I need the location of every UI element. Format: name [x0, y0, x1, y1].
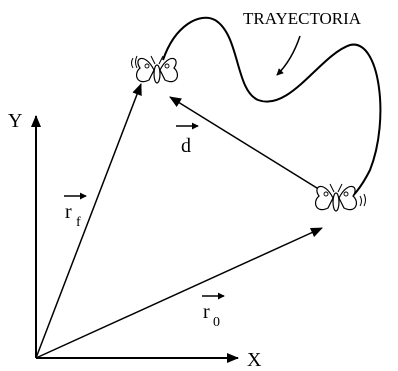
vector-r-initial — [35, 227, 323, 359]
label-r-final: r f — [64, 192, 87, 230]
trajectory-label: TRAYECTORIA — [243, 9, 362, 28]
trajectory-pointer-arrow — [276, 35, 301, 76]
vector-r-final — [35, 83, 142, 359]
trajectory-curve — [162, 16, 382, 206]
butterfly-icon — [315, 183, 366, 212]
label-displacement: d — [176, 122, 199, 157]
butterfly-icon — [131, 55, 178, 84]
y-axis-label: Y — [8, 110, 22, 132]
label-r-initial: r 0 — [202, 292, 225, 330]
label-r-final-subscript: f — [76, 215, 81, 230]
label-r-initial-letter: r — [203, 301, 210, 323]
label-r-final-letter: r — [65, 201, 72, 223]
label-r-initial-subscript: 0 — [213, 315, 220, 330]
x-axis-label: X — [247, 349, 262, 371]
label-displacement-letter: d — [181, 135, 191, 157]
vector-displacement — [169, 96, 326, 194]
